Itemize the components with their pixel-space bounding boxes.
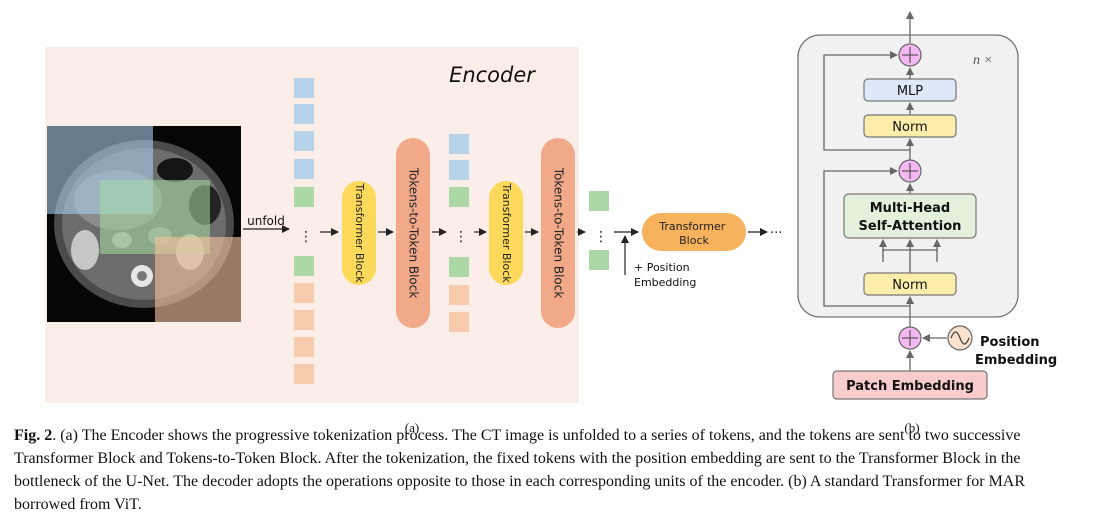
- transformer-block-1: [342, 181, 376, 285]
- token-blue: [294, 104, 314, 124]
- transformer-block-1-label: Transformer Block: [353, 182, 366, 283]
- patch-embedding-label: Patch Embedding: [846, 379, 974, 394]
- token-blue: [449, 160, 469, 180]
- bottleneck-transformer-block: [642, 213, 746, 251]
- sinusoid-icon: [947, 325, 973, 351]
- position-add: [898, 326, 922, 350]
- residual-add-top: [898, 43, 922, 67]
- residual-connection-bottom: [823, 167, 910, 307]
- token-orange: [294, 364, 314, 384]
- token-blue: [294, 131, 314, 151]
- sublabel-b: (b): [904, 420, 919, 435]
- t2t-block-2-label: Tokens-to-Token Block: [552, 167, 566, 299]
- token-blue: [449, 134, 469, 154]
- residual-add-middle: [898, 159, 922, 183]
- mlp-block: [863, 78, 957, 102]
- t2t-block-1-label: Tokens-to-Token Block: [407, 167, 421, 299]
- mlp-label: MLP: [897, 84, 923, 99]
- vertical-dots: ⋮: [454, 229, 468, 245]
- vertical-dots: ⋮: [299, 229, 313, 245]
- token-column-3: [589, 191, 609, 270]
- token-orange: [449, 312, 469, 332]
- transformer-block-2-label: Transformer Block: [500, 182, 513, 283]
- attention-block: [843, 193, 977, 239]
- token-orange: [294, 283, 314, 303]
- bottleneck-transformer-word2: Block: [679, 234, 709, 247]
- attention-label-line2: Self-Attention: [859, 219, 962, 234]
- token-green: [449, 187, 469, 207]
- norm-label-bottom: Norm: [892, 278, 927, 293]
- token-blue: [294, 159, 314, 179]
- vertical-dots: ⋮: [594, 229, 608, 245]
- position-embedding-line1: Position: [980, 335, 1040, 350]
- token-green: [294, 256, 314, 276]
- position-embedding-label-line2: Embedding: [634, 276, 696, 289]
- token-green: [589, 191, 609, 211]
- token-green: [449, 257, 469, 277]
- figure-caption: Fig. 2. (a) The Encoder shows the progre…: [14, 424, 1086, 516]
- patch-overlay-orange: [155, 237, 241, 322]
- encoder-title: Encoder: [449, 63, 536, 87]
- norm-block-top: [863, 114, 957, 138]
- transformer-block-2: [489, 181, 523, 285]
- ellipsis: ···: [770, 226, 782, 241]
- t2t-block-2: [541, 138, 575, 328]
- bottleneck-transformer-label: Transformer Block: [658, 220, 729, 247]
- t2t-block-1: [396, 138, 430, 328]
- token-orange: [294, 310, 314, 330]
- norm-label-top: Norm: [892, 120, 927, 135]
- token-green: [589, 250, 609, 270]
- token-blue: [294, 78, 314, 98]
- token-column-2: [449, 134, 469, 332]
- position-embedding-label-line1: + Position: [634, 261, 690, 274]
- token-column-1: [294, 78, 314, 384]
- sublabel-a: (a): [405, 420, 419, 435]
- position-embedding-line2: Embedding: [975, 353, 1057, 368]
- caption-text: . (a) The Encoder shows the progressive …: [14, 427, 1026, 513]
- patch-embedding-block: [832, 370, 988, 400]
- unfold-label: unfold: [247, 214, 285, 228]
- bottleneck-transformer-word1: Transformer: [658, 220, 725, 233]
- token-green: [294, 187, 314, 207]
- token-orange: [294, 337, 314, 357]
- norm-block-bottom: [863, 272, 957, 296]
- repeat-label: n ×: [973, 53, 993, 68]
- residual-connection-top: [823, 51, 910, 151]
- token-orange: [449, 285, 469, 305]
- attention-label-line1: Multi-Head: [870, 201, 951, 216]
- caption-label: Fig. 2: [14, 427, 53, 444]
